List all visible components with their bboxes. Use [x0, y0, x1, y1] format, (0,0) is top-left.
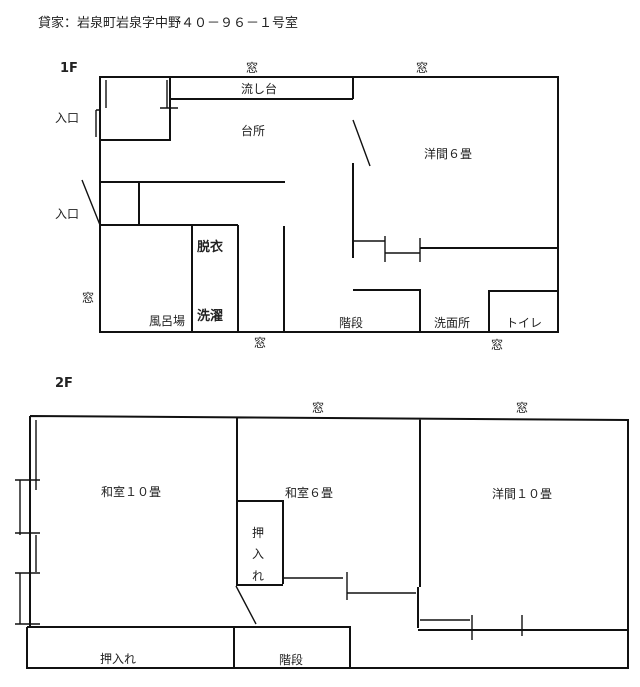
window-label: 窓 — [312, 400, 324, 415]
room-bath: 風呂場 — [149, 314, 185, 328]
room-kitchen: 台所 — [241, 123, 265, 138]
room-stairs: 階段 — [339, 315, 363, 330]
room-japanese-6: 和室６畳 — [285, 485, 333, 500]
room-washroom: 洗面所 — [434, 316, 470, 330]
closet-vertical-char: れ — [252, 569, 264, 583]
floor-1-label: 1F — [60, 61, 78, 76]
window-label: 窓 — [516, 400, 528, 415]
floor-1: 1F 窓 窓 窓 窓 窓 入口 入口 流し台 台所 洋間６畳 脱衣 洗濯 風呂場… — [55, 60, 559, 352]
window-label: 窓 — [82, 290, 94, 305]
window-label: 窓 — [246, 60, 258, 75]
window-label: 窓 — [416, 60, 428, 75]
room-toilet: トイレ — [506, 316, 542, 330]
room-dressing: 脱衣 — [197, 239, 223, 255]
floor-2-walls — [26, 415, 629, 669]
room-stairs: 階段 — [279, 652, 303, 667]
window-label: 窓 — [254, 335, 266, 350]
floor-2-label: 2F — [55, 376, 73, 391]
property-title: 貸家：岩泉町岩泉字中野４０－９６－１号室 — [38, 15, 298, 31]
floor-1-interior-walls — [100, 77, 558, 332]
floor-1-doors — [81, 80, 421, 262]
closet-vertical-char: 押 — [252, 526, 264, 540]
floor-2-doors — [15, 420, 523, 640]
room-western-10: 洋間１０畳 — [492, 486, 552, 501]
entrance-label: 入口 — [55, 111, 79, 125]
room-japanese-10: 和室１０畳 — [101, 484, 161, 499]
closet-vertical-char: 入 — [252, 547, 264, 561]
entrance-label: 入口 — [55, 207, 79, 221]
room-sink: 流し台 — [241, 81, 277, 96]
room-western-6: 洋間６畳 — [424, 146, 472, 161]
window-label: 窓 — [491, 337, 503, 352]
room-closet: 押入れ — [100, 652, 136, 666]
floor-2: 2F 窓 窓 和室１０畳 和室６畳 洋間１０畳 押 入 れ 押入れ 階段 — [15, 376, 629, 669]
room-laundry: 洗濯 — [197, 308, 223, 324]
floor-1-outer-wall — [99, 76, 559, 333]
